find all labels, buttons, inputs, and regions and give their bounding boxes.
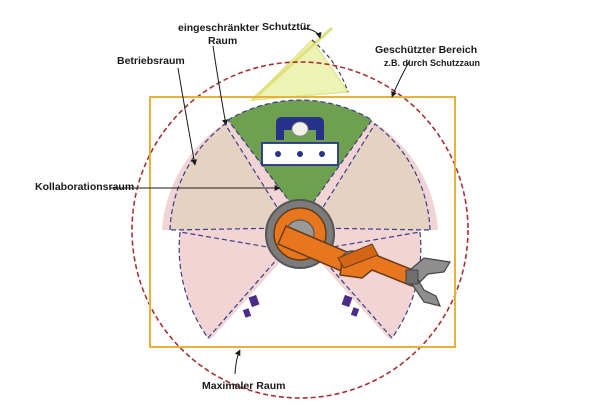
operating-space-zone [169,123,431,231]
label-schutztuer: Schutztür [262,21,310,33]
label-betriebsraum: Betriebsraum [117,55,185,67]
gripper-icon [405,257,451,307]
sensor-icon [242,294,360,318]
protected-area-fence [149,96,456,348]
label-maximaler-raum: Maximaler Raum [202,380,285,392]
label-geschuetzter-bereich-line2: z.B. durch Schutzzaun [384,58,480,68]
label-kollaborationsraum: Kollaborationsraum [35,181,134,193]
maximum-space-circle [131,61,469,399]
label-eingeschraenkter-raum-line1: eingeschränkter [178,22,259,34]
safety-door [250,26,350,102]
label-geschuetzter-bereich-line1: Geschützter Bereich [375,44,477,56]
label-eingeschraenkter-raum-line2: Raum [208,35,237,47]
leader-lines [110,27,411,375]
workpiece-fixture-icon [261,117,339,166]
robot-arm-icon [265,199,419,287]
